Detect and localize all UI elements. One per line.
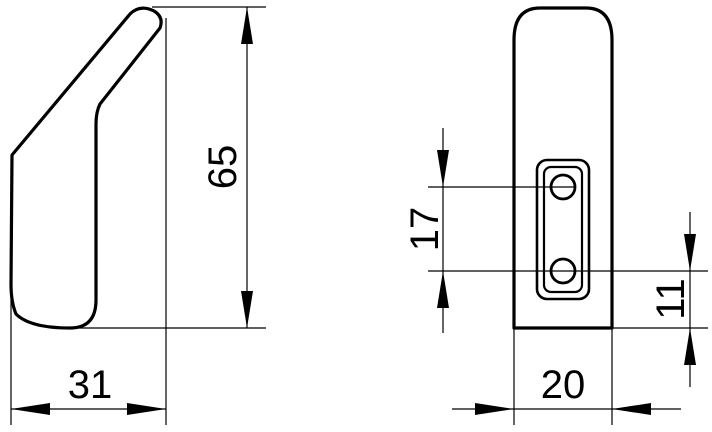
dim-label-hole-spacing: 17 — [403, 207, 447, 252]
arrowhead-20-left — [475, 403, 514, 415]
dim-label-front-width: 20 — [541, 363, 586, 407]
arrowhead-31-left — [11, 403, 50, 415]
front-view: 17 20 11 — [403, 6, 708, 425]
dim-label-height: 65 — [201, 145, 245, 190]
arrowhead-17-top — [437, 150, 449, 187]
arrowhead-65-top — [241, 7, 253, 44]
arrowhead-31-right — [127, 403, 166, 415]
mounting-plate-outer — [535, 158, 591, 301]
arrowhead-11-top — [684, 234, 696, 271]
side-view: 65 31 — [9, 6, 266, 425]
hook-front-profile — [512, 6, 614, 330]
arrowhead-65-bottom — [241, 291, 253, 328]
arrowhead-17-bottom — [437, 271, 449, 308]
mounting-plate-inner — [542, 165, 584, 294]
arrowhead-11-bottom — [684, 328, 696, 365]
arrowhead-20-right — [612, 403, 651, 415]
dim-label-depth: 31 — [68, 363, 113, 407]
dim-label-hole-offset: 11 — [649, 278, 693, 320]
hook-side-profile — [9, 6, 163, 330]
